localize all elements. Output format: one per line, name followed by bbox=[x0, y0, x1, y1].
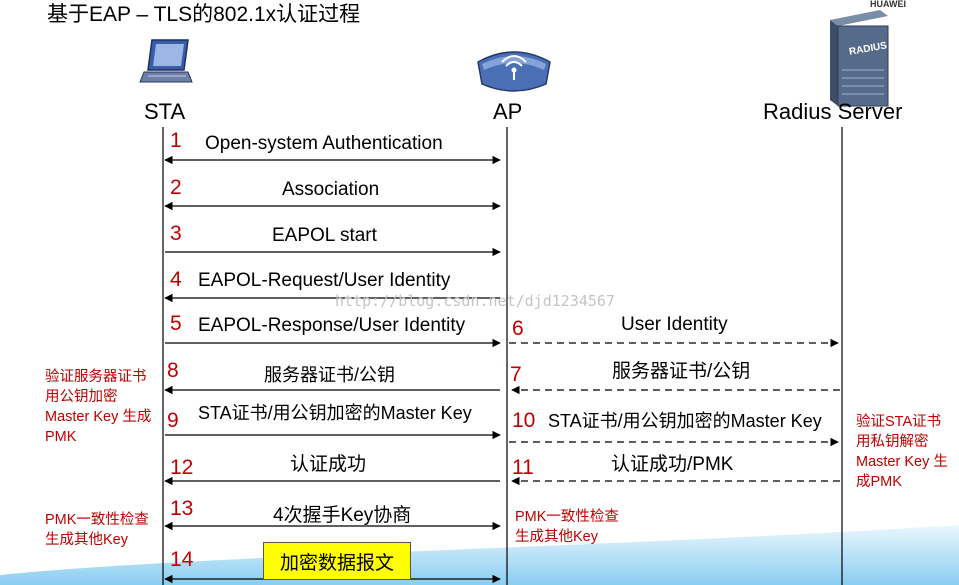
step-label: 认证成功 bbox=[290, 454, 367, 475]
step-number: 3 bbox=[170, 222, 182, 245]
step-number: 9 bbox=[167, 409, 179, 432]
step-label: 认证成功/PMK bbox=[611, 454, 734, 475]
step-label: 4次握手Key协商 bbox=[273, 505, 412, 526]
wireless-ap-icon bbox=[477, 51, 551, 92]
radius-verify-note: 验证STA证书 用私钥解密 Master Key 生成PMK bbox=[856, 414, 948, 490]
step-number: 2 bbox=[170, 176, 182, 199]
sta-pmk-note: PMK一致性检查 生成其他Key bbox=[45, 512, 149, 548]
sta-verify-note: 验证服务器证书 用公钥加密 Master Key 生成PMK bbox=[45, 369, 152, 445]
step-number: 6 bbox=[512, 317, 524, 340]
encrypted-data-highlight: 加密数据报文 bbox=[263, 542, 411, 580]
radius-label: Radius Server bbox=[763, 99, 903, 124]
step-label: 服务器证书/公钥 bbox=[264, 365, 396, 385]
step-label: User Identity bbox=[621, 314, 728, 335]
sta-label: STA bbox=[144, 99, 186, 124]
step-number: 8 bbox=[167, 359, 179, 382]
step-number: 7 bbox=[510, 363, 522, 386]
step-label: EAPOL-Response/User Identity bbox=[198, 315, 466, 336]
step-label: STA证书/用公钥加密的Master Key bbox=[548, 411, 822, 431]
step-number: 4 bbox=[170, 268, 182, 291]
step-label: EAPOL start bbox=[272, 225, 377, 246]
step-number: 5 bbox=[170, 312, 182, 335]
ap-pmk-note: PMK一致性检查 生成其他Key bbox=[515, 509, 619, 545]
ap-label: AP bbox=[493, 99, 523, 124]
corner-logo-text: HUAWEI bbox=[870, 0, 906, 9]
step-number: 14 bbox=[170, 548, 194, 571]
watermark: http://blog.csdn.net/djd1234567 bbox=[335, 292, 615, 310]
laptop-icon bbox=[139, 39, 193, 83]
step-number: 1 bbox=[170, 129, 182, 152]
step-label: EAPOL-Request/User Identity bbox=[198, 270, 451, 291]
server-icon bbox=[830, 10, 889, 107]
step-number: 12 bbox=[170, 456, 194, 479]
step-number: 13 bbox=[170, 497, 194, 520]
step-number: 10 bbox=[512, 409, 536, 432]
step-label: STA证书/用公钥加密的Master Key bbox=[198, 403, 472, 423]
step-label: 服务器证书/公钥 bbox=[612, 361, 751, 382]
step-label: Open-system Authentication bbox=[205, 133, 443, 154]
page-title: 基于EAP – TLS的802.1x认证过程 bbox=[47, 3, 361, 26]
decorative-floor-wave bbox=[0, 525, 959, 585]
step-number: 11 bbox=[512, 456, 534, 479]
step-label: Association bbox=[282, 179, 380, 200]
